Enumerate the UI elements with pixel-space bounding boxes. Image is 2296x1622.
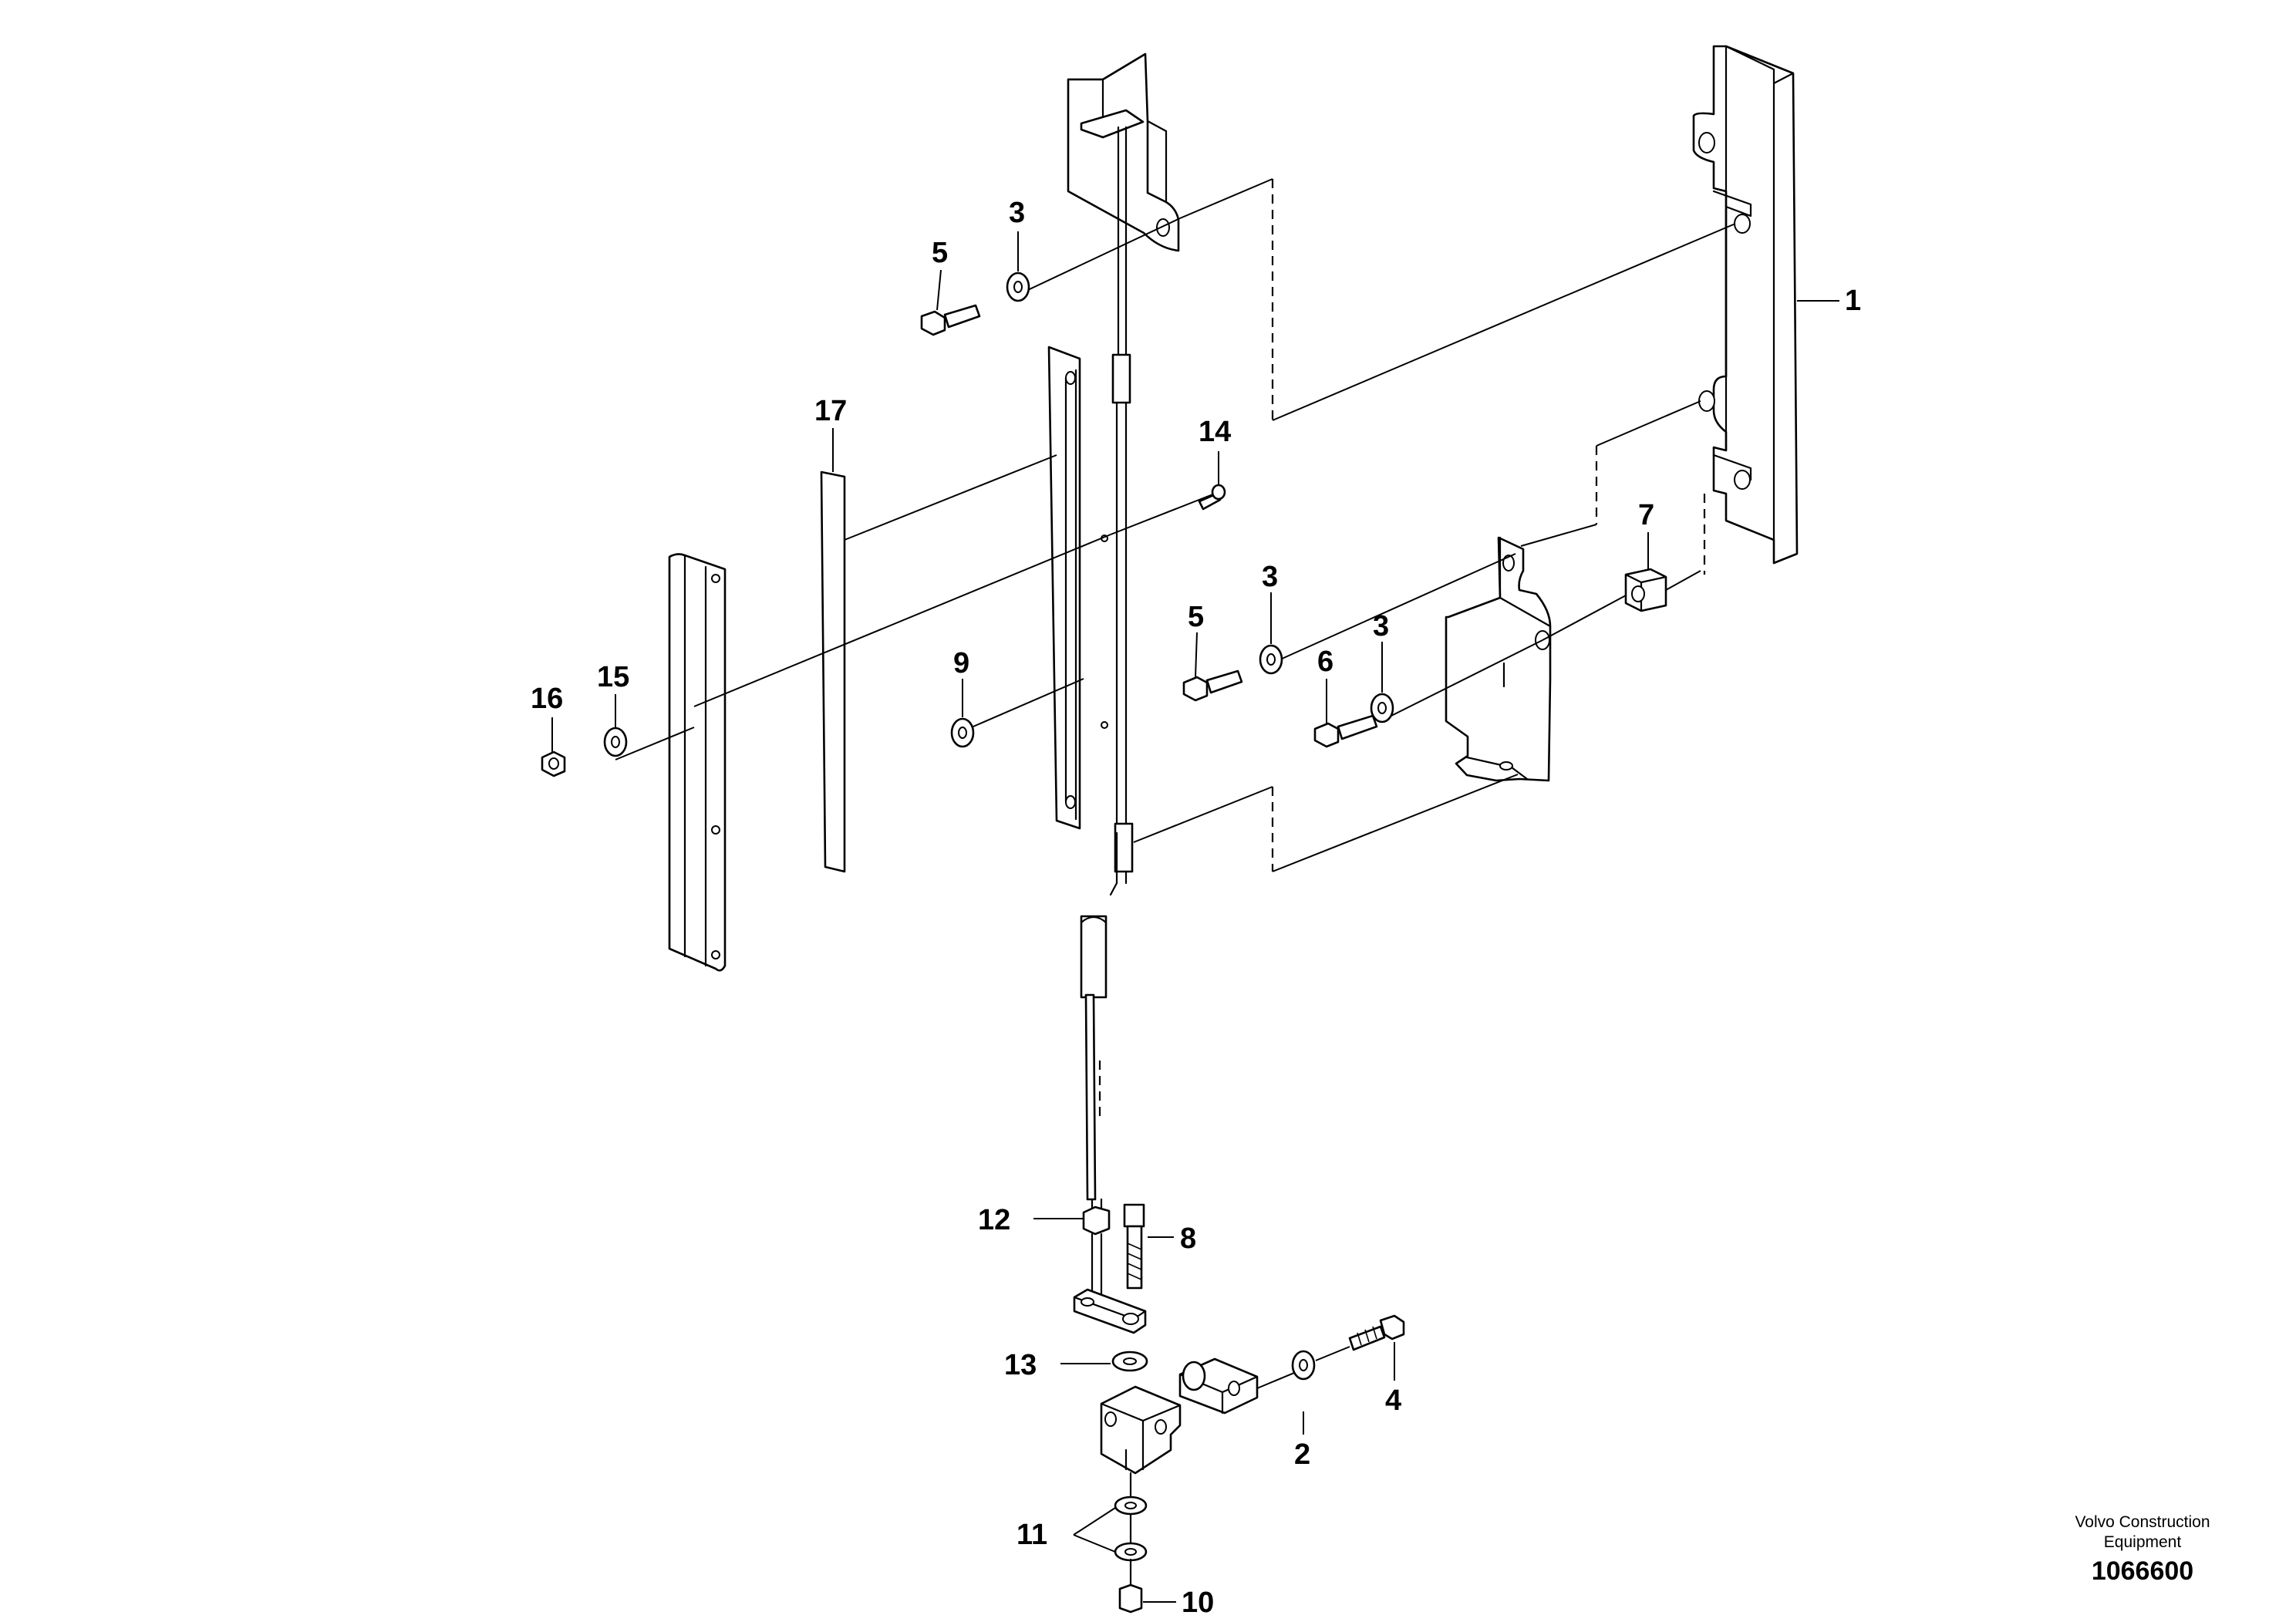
callout-13: 13 <box>1004 1349 1037 1381</box>
guide-rail <box>668 553 727 972</box>
assembly-center-lines <box>615 178 1736 872</box>
callout-11: 11 <box>1017 1519 1047 1551</box>
callout-2: 2 <box>1294 1438 1310 1471</box>
lower-bracket <box>1445 536 1552 782</box>
right-mounting-bracket <box>1692 45 1799 565</box>
control-rod-upper <box>1109 126 1134 896</box>
callout-17: 17 <box>814 395 847 427</box>
callout-12: 12 <box>978 1204 1010 1236</box>
callout-14: 14 <box>1199 416 1231 448</box>
callout-1: 1 <box>1845 285 1861 317</box>
callout-15: 15 <box>597 661 629 693</box>
callout-3-right: 3 <box>1373 610 1389 642</box>
spacer-block <box>1624 568 1667 612</box>
callout-16: 16 <box>531 683 563 715</box>
brand-line-1: Volvo Construction <box>2075 1513 2210 1531</box>
slotted-cover-plate <box>1047 346 1108 830</box>
upper-bracket <box>1067 52 1180 252</box>
fasteners <box>541 271 1394 777</box>
callout-4: 4 <box>1385 1384 1401 1417</box>
callout-3-middle: 3 <box>1262 561 1278 593</box>
lower-linkage <box>1073 915 1405 1614</box>
footer-branding: Volvo Construction Equipment 1066600 <box>2075 1513 2210 1586</box>
callout-5-middle: 5 <box>1188 601 1204 633</box>
callout-6: 6 <box>1317 646 1333 678</box>
callout-8: 8 <box>1180 1222 1196 1255</box>
callout-leaders <box>551 231 1839 1603</box>
callout-labels: 1 2 3 3 3 4 5 5 6 7 8 9 10 11 12 13 14 1… <box>531 197 1861 1619</box>
callout-7: 7 <box>1638 499 1654 531</box>
callout-10: 10 <box>1182 1587 1214 1619</box>
callout-9: 9 <box>953 647 969 679</box>
seal-strip <box>820 470 846 873</box>
drawing-number: 1066600 <box>2092 1556 2193 1586</box>
brand-line-2: Equipment <box>2104 1533 2182 1551</box>
callout-5-top: 5 <box>932 237 948 269</box>
reference-dash-lines <box>1091 179 1706 1122</box>
callout-3-top: 3 <box>1009 197 1025 229</box>
